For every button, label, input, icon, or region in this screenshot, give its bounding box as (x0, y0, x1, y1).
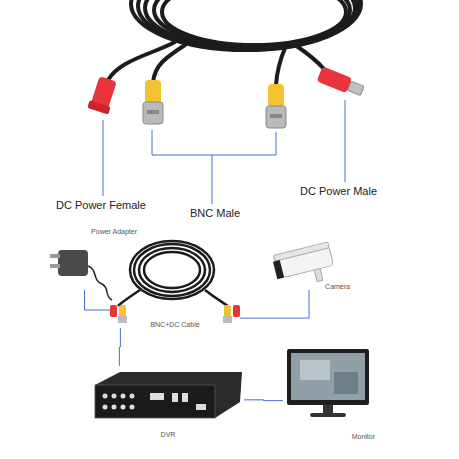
connector-line (119, 328, 120, 366)
monitor-base (310, 413, 346, 417)
connector-body (233, 305, 240, 317)
power-adapter-drawing (50, 250, 112, 300)
power-port (196, 404, 206, 410)
cable-loop (130, 241, 214, 299)
connector-metal (118, 316, 127, 323)
device-node: Monitor (283, 344, 375, 440)
cable-connectors (110, 305, 240, 323)
connector-body (317, 66, 353, 93)
device-node: Power Adapter (45, 228, 137, 290)
cable-lead (295, 45, 325, 70)
bnc-port (130, 394, 135, 399)
bnc-port (112, 394, 117, 399)
connector-metal (143, 102, 163, 124)
device-label: BNC+DC Cable (150, 321, 199, 328)
connector-line (240, 290, 309, 318)
dvr-ports (103, 393, 207, 410)
dc-female-connector (87, 75, 118, 114)
monitor-drawing (287, 349, 369, 417)
leader-line (103, 120, 104, 196)
leader-line (212, 155, 213, 204)
device-label: Monitor (352, 433, 375, 440)
connector-metal (223, 316, 232, 323)
camera-lens (273, 260, 284, 279)
device-node: DVR (92, 366, 244, 438)
usb-port (182, 393, 188, 402)
part-label: BNC Male (190, 208, 240, 219)
bnc-port (130, 405, 135, 410)
cable-lead (153, 45, 185, 82)
bnc-port (112, 405, 117, 410)
adapter-prong (50, 254, 60, 258)
adapter-body (58, 250, 88, 276)
cable-loop (131, 0, 361, 50)
connector-boot (268, 84, 284, 108)
cable-coil (118, 241, 228, 306)
device-node: Camera (268, 232, 350, 290)
connector-ring (270, 114, 282, 118)
device-label: Camera (325, 283, 350, 290)
cable-loop (144, 252, 200, 288)
part-label: DC Power Male (300, 186, 377, 197)
connector-ring (147, 110, 159, 114)
dvr-body (95, 372, 242, 418)
adapter-cord (88, 266, 112, 300)
bnc-connector (143, 80, 163, 124)
bnc-port (121, 405, 126, 410)
connector-tip (347, 81, 364, 96)
adapter-prong (50, 264, 60, 268)
leader-line (345, 100, 346, 182)
bnc-port (103, 405, 108, 410)
connector-boot (119, 305, 126, 317)
device-label: Power Adapter (91, 228, 137, 235)
connector-boot (145, 80, 161, 104)
cable-lead (205, 290, 228, 306)
dvr-drawing (95, 372, 242, 418)
monitor-neck (323, 405, 333, 413)
vga-port (150, 393, 164, 400)
cable-loop (134, 244, 210, 296)
dvr-front (95, 385, 215, 418)
part-label: DC Power Female (56, 200, 146, 211)
screen-content (334, 372, 358, 394)
monitor-frame (287, 349, 369, 405)
connector-metal (266, 106, 286, 128)
monitor-screen (291, 353, 365, 400)
cable-loop (138, 0, 358, 49)
bnc-port (103, 394, 108, 399)
connector-tip (87, 100, 110, 114)
device-node: BNC+DC Cable (110, 238, 240, 328)
connector-line (85, 290, 110, 310)
camera-mount (314, 269, 323, 282)
connector-body (110, 305, 117, 317)
connector-line (244, 399, 283, 401)
cable-coil (131, 0, 361, 50)
cable-lead (118, 290, 140, 306)
camera-hood (273, 242, 329, 261)
connector-boot (224, 305, 231, 317)
bnc-connector (266, 84, 286, 128)
bnc-port (121, 394, 126, 399)
cable-loop (139, 248, 205, 292)
device-label: DVR (161, 431, 176, 438)
bracket (152, 130, 276, 155)
cable-leads (108, 42, 325, 85)
dc-male-connector (317, 66, 366, 98)
screen-content (300, 360, 330, 380)
cable-lead (276, 48, 285, 85)
usb-port (172, 393, 178, 402)
